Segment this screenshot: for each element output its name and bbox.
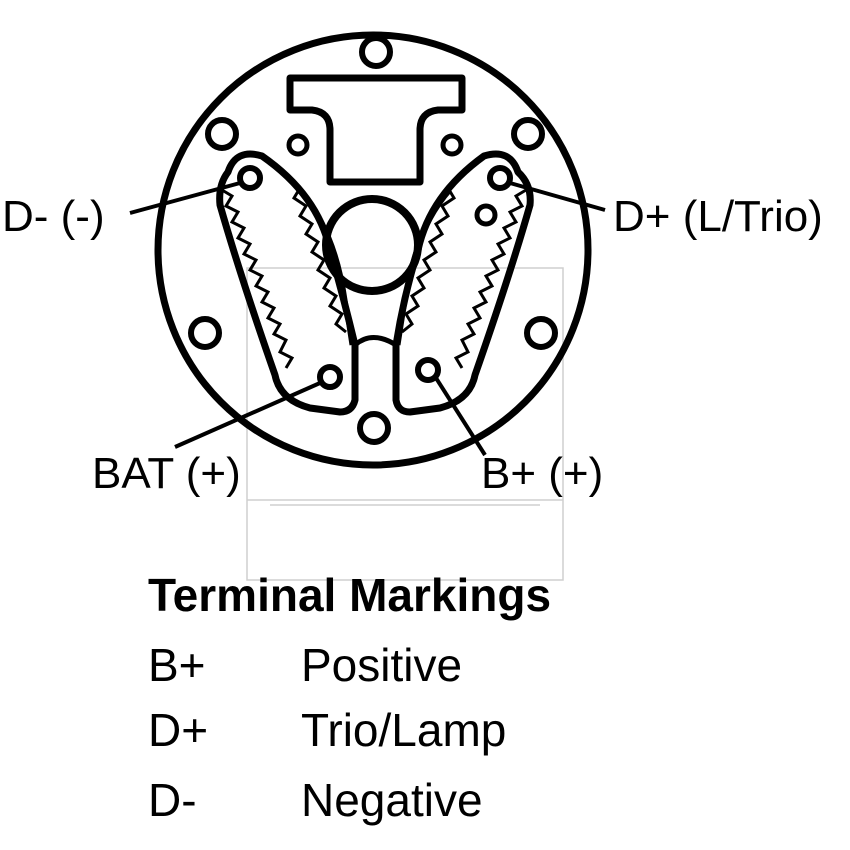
leader-b-plus xyxy=(434,376,487,457)
leader-d-minus xyxy=(129,181,241,215)
leader-lines xyxy=(129,181,606,457)
b-plus-terminal xyxy=(415,357,441,383)
label-b-plus: B+ (+) xyxy=(481,449,604,498)
diode-plate-inner xyxy=(298,188,452,348)
terminal-posts xyxy=(237,165,513,390)
small-hole-right xyxy=(440,133,464,157)
legend-code: D+ xyxy=(148,704,209,756)
legend-meaning: Trio/Lamp xyxy=(301,704,507,756)
legend-meaning: Positive xyxy=(301,639,463,691)
label-d-plus: D+ (L/Trio) xyxy=(613,192,823,241)
mounting-hole-right xyxy=(524,316,558,350)
label-d-minus: D- (-) xyxy=(2,192,105,241)
mounting-hole-upper-right xyxy=(511,117,545,151)
label-bat: BAT (+) xyxy=(92,449,241,498)
mounting-holes xyxy=(188,35,558,445)
legend-meaning: Negative xyxy=(301,774,483,826)
legend-code: B+ xyxy=(148,639,206,691)
outer-plate-circle xyxy=(154,31,592,469)
mounting-hole-upper-left xyxy=(205,117,239,151)
diode-plate xyxy=(216,150,534,416)
small-hole-trio xyxy=(474,203,498,227)
cooling-fins xyxy=(221,178,527,369)
fins-left-outer xyxy=(221,188,295,369)
brush-holder xyxy=(286,74,466,186)
mounting-hole-bottom xyxy=(357,411,391,445)
legend-code: D- xyxy=(148,774,197,826)
leader-bat xyxy=(174,381,321,449)
fins-right-inner xyxy=(401,178,459,334)
mounting-hole-top xyxy=(359,35,393,69)
d-minus-terminal xyxy=(237,165,263,191)
leader-d-plus xyxy=(509,181,606,212)
fins-right-outer xyxy=(453,188,527,369)
fins-left-inner xyxy=(289,178,347,334)
d-plus-terminal xyxy=(487,165,513,191)
small-hole-left xyxy=(286,133,310,157)
mounting-hole-left xyxy=(188,316,222,350)
legend-title: Terminal Markings xyxy=(148,569,552,621)
bat-terminal xyxy=(317,364,343,390)
